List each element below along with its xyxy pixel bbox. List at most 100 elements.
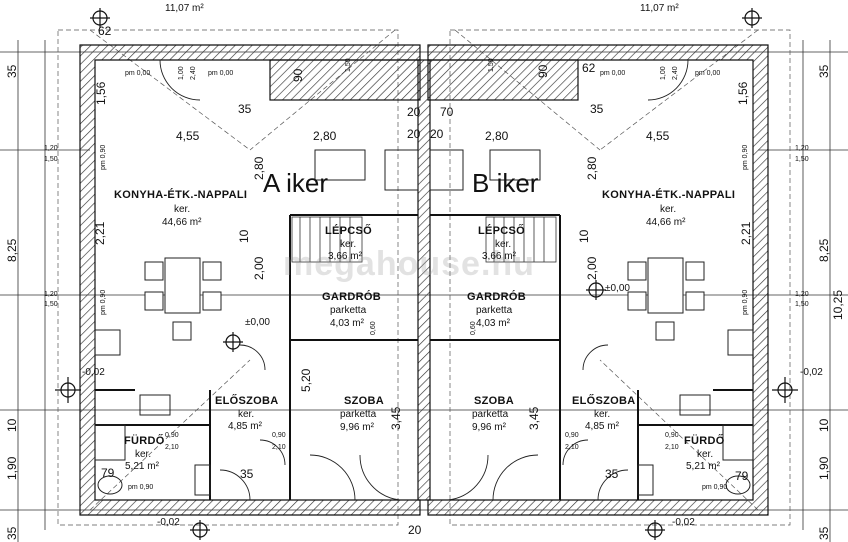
parapet-b-5: pm 0,90 <box>702 484 728 491</box>
room-a-living-name: KONYHA-ÉTK.-NAPPALI <box>114 189 248 201</box>
room-b-hall-name: ELŐSZOBA <box>572 395 636 407</box>
dim-a-partition: 10 <box>237 229 251 243</box>
room-b-bath-name: FÜRDŐ <box>684 435 725 447</box>
room-a-bath-floor: ker. <box>135 449 152 460</box>
small-dim-5: 1,20 <box>44 291 58 298</box>
dim-b-height-3: 2,00 <box>585 256 599 280</box>
dim-a-window: 90 <box>291 68 305 82</box>
room-b-wardrobe-floor: parketta <box>476 305 513 316</box>
small-dim-13: 0,90 <box>165 432 179 439</box>
level-markers <box>55 8 798 540</box>
small-dim-11: 0,90 <box>565 432 579 439</box>
room-b-stairs-area: 3,66 m² <box>482 251 516 262</box>
small-dim-6: 1,50 <box>44 301 58 308</box>
room-b-bath-floor: ker. <box>697 449 714 460</box>
dim-a-room-width: 2,80 <box>313 129 337 143</box>
level-b-south: -0,02 <box>672 517 695 528</box>
parapet-a-2: pm 0,00 <box>208 70 234 77</box>
dim-a-wall: 35 <box>238 102 252 116</box>
unit-b-title: B iker <box>472 168 539 198</box>
dim-b-partition: 10 <box>577 229 591 243</box>
level-b-east: -0,02 <box>800 367 823 378</box>
small-dim-7: 1,20 <box>795 291 809 298</box>
room-a-wardrobe-floor: parketta <box>330 305 367 316</box>
dim-b-total-height: 8,25 <box>817 238 831 262</box>
room-a-bath-area: 5,21 m² <box>125 461 159 472</box>
dim-b-wall: 35 <box>590 102 604 116</box>
edge-dim-4: 35 <box>817 526 831 540</box>
dim-a-height-3: 2,00 <box>252 256 266 280</box>
edge-dim-6: 10 <box>817 418 831 432</box>
dim-b-living-width: 4,55 <box>646 129 670 143</box>
room-b-bath-area: 5,21 m² <box>686 461 720 472</box>
dim-a-height-2: 2,21 <box>93 221 107 245</box>
dim-b-total-height-2: 10,25 <box>831 289 845 320</box>
small-dim-14: 2,10 <box>165 444 179 451</box>
unit-a-title: A iker <box>263 168 329 198</box>
dim-a-corner: 1,56 <box>94 81 108 105</box>
room-a-wardrobe-name: GARDRÓB <box>322 291 381 303</box>
room-a-living-floor: ker. <box>174 204 191 215</box>
party-wall <box>417 59 431 501</box>
room-a-bedroom-name: SZOBA <box>344 395 384 407</box>
dim-a-79: 79 <box>101 466 115 480</box>
dim-a-hall-height: 5,20 <box>299 368 313 392</box>
room-b-living-name: KONYHA-ÉTK.-NAPPALI <box>602 189 736 201</box>
parapet-b-3: pm 0,90 <box>742 144 749 170</box>
parapet-a-3: pm 0,90 <box>100 144 107 170</box>
furniture <box>94 149 754 496</box>
small-dim-16: 2,10 <box>665 444 679 451</box>
level-b-floor: ±0,00 <box>605 283 630 294</box>
room-b-bedroom-area: 9,96 m² <box>472 422 506 433</box>
staircase <box>291 216 557 263</box>
parapet-a-4: pm 0,90 <box>100 289 107 315</box>
dim-a-20b: 20 <box>407 127 421 141</box>
dim-a-corner-62: 62 <box>98 24 112 38</box>
room-a-hall-area: 4,85 m² <box>228 421 262 432</box>
small-dim-24: 0,60 <box>470 321 477 335</box>
small-dim-15: 0,90 <box>665 432 679 439</box>
room-b-wardrobe-name: GARDRÓB <box>467 291 526 303</box>
small-dim-1: 1,20 <box>44 145 58 152</box>
small-dim-12: 2,10 <box>565 444 579 451</box>
watermark: megahouse.hu <box>283 245 535 283</box>
room-b-hall-floor: ker. <box>594 409 611 420</box>
dim-a-height-1: 2,80 <box>252 156 266 180</box>
small-dim-10: 2,10 <box>272 444 286 451</box>
dim-b-bed-height: 3,45 <box>527 406 541 430</box>
dim-b-room-width: 2,80 <box>485 129 509 143</box>
room-a-living-area: 44,66 m² <box>162 217 202 228</box>
interior-walls <box>95 214 753 500</box>
dim-a-bed-height: 3,45 <box>389 406 403 430</box>
room-a-stairs-name: LÉPCSŐ <box>325 225 373 237</box>
dim-b-corner-62: 62 <box>582 61 596 75</box>
edge-dim-3: 35 <box>5 526 19 540</box>
small-dim-9: 0,90 <box>272 432 286 439</box>
edge-dim-2: 35 <box>817 64 831 78</box>
parapet-b-2: pm 0,00 <box>695 70 721 77</box>
dim-b-bath-height: 1,90 <box>817 456 831 480</box>
dining-table-right <box>627 257 705 341</box>
small-dim-21: 1,50 <box>345 58 352 72</box>
dim-a-total-height: 8,25 <box>5 238 19 262</box>
room-b-bedroom-name: SZOBA <box>474 395 514 407</box>
door-swings <box>159 59 689 501</box>
room-b-stairs-floor: ker. <box>495 239 512 250</box>
parapet-a-1: pm 0,00 <box>125 70 151 77</box>
small-dim-8: 1,50 <box>795 301 809 308</box>
dim-b-35: 35 <box>605 467 619 481</box>
room-a-bedroom-area: 9,96 m² <box>340 422 374 433</box>
terrace-a-area: 11,07 m² <box>165 3 204 14</box>
dim-b-corner: 1,56 <box>736 81 750 105</box>
dim-a-20: 20 <box>407 105 421 119</box>
dim-b-79: 79 <box>735 469 749 483</box>
parapet-b-1: pm 0,00 <box>600 70 626 77</box>
dim-b-20-bottom: 20 <box>408 523 422 537</box>
edge-dim-1: 35 <box>5 64 19 78</box>
dining-table-left <box>144 257 222 341</box>
room-a-wardrobe-area: 4,03 m² <box>330 318 364 329</box>
dim-b-70: 70 <box>440 105 454 119</box>
room-a-stairs-area: 3,66 m² <box>328 251 362 262</box>
